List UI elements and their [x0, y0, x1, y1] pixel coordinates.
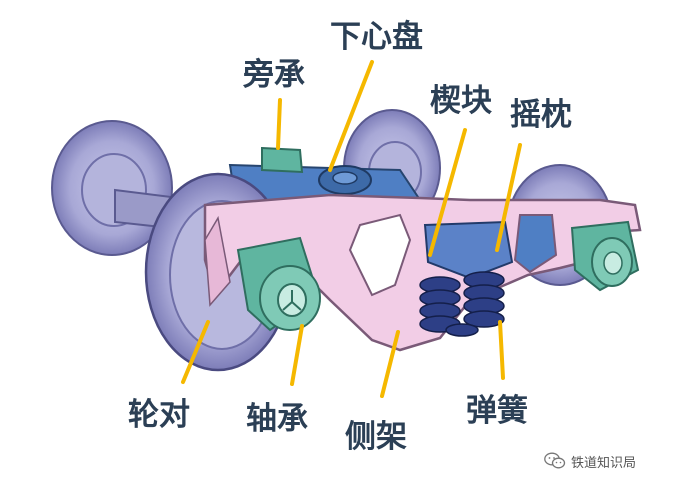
leader-side-frame [380, 330, 400, 398]
spring-coils [419, 271, 505, 337]
frame-window-left [348, 213, 412, 297]
label-side-bearing: 旁承 [243, 57, 305, 93]
wedge-block [423, 220, 514, 280]
watermark: 铁道知识局 [544, 450, 636, 472]
label-side-frame: 侧架 [345, 419, 407, 455]
label-bolster: 摇枕 [510, 97, 572, 133]
leader-axle-bearing [290, 324, 304, 386]
leader-lines [181, 60, 522, 398]
label-spring: 弹簧 [466, 393, 528, 429]
front-axle-bearing [236, 236, 321, 332]
rear-axle-bearing [570, 220, 640, 292]
side-bearing-block [261, 146, 304, 174]
label-axle-bearing: 轴承 [246, 401, 308, 437]
leader-spring [498, 320, 505, 380]
leader-wedge [428, 128, 467, 257]
leader-bolster [495, 143, 522, 252]
wechat-icon [544, 452, 566, 469]
watermark-text: 铁道知识局 [571, 455, 637, 471]
leader-wheelset [181, 320, 210, 384]
label-center-plate: 下心盘 [330, 19, 423, 55]
label-wheelset: 轮对 [128, 397, 190, 433]
leader-center-plate [328, 60, 374, 172]
label-wedge: 楔块 [430, 83, 492, 119]
leader-side-bearing [276, 98, 282, 150]
frame-window-right [513, 214, 558, 274]
